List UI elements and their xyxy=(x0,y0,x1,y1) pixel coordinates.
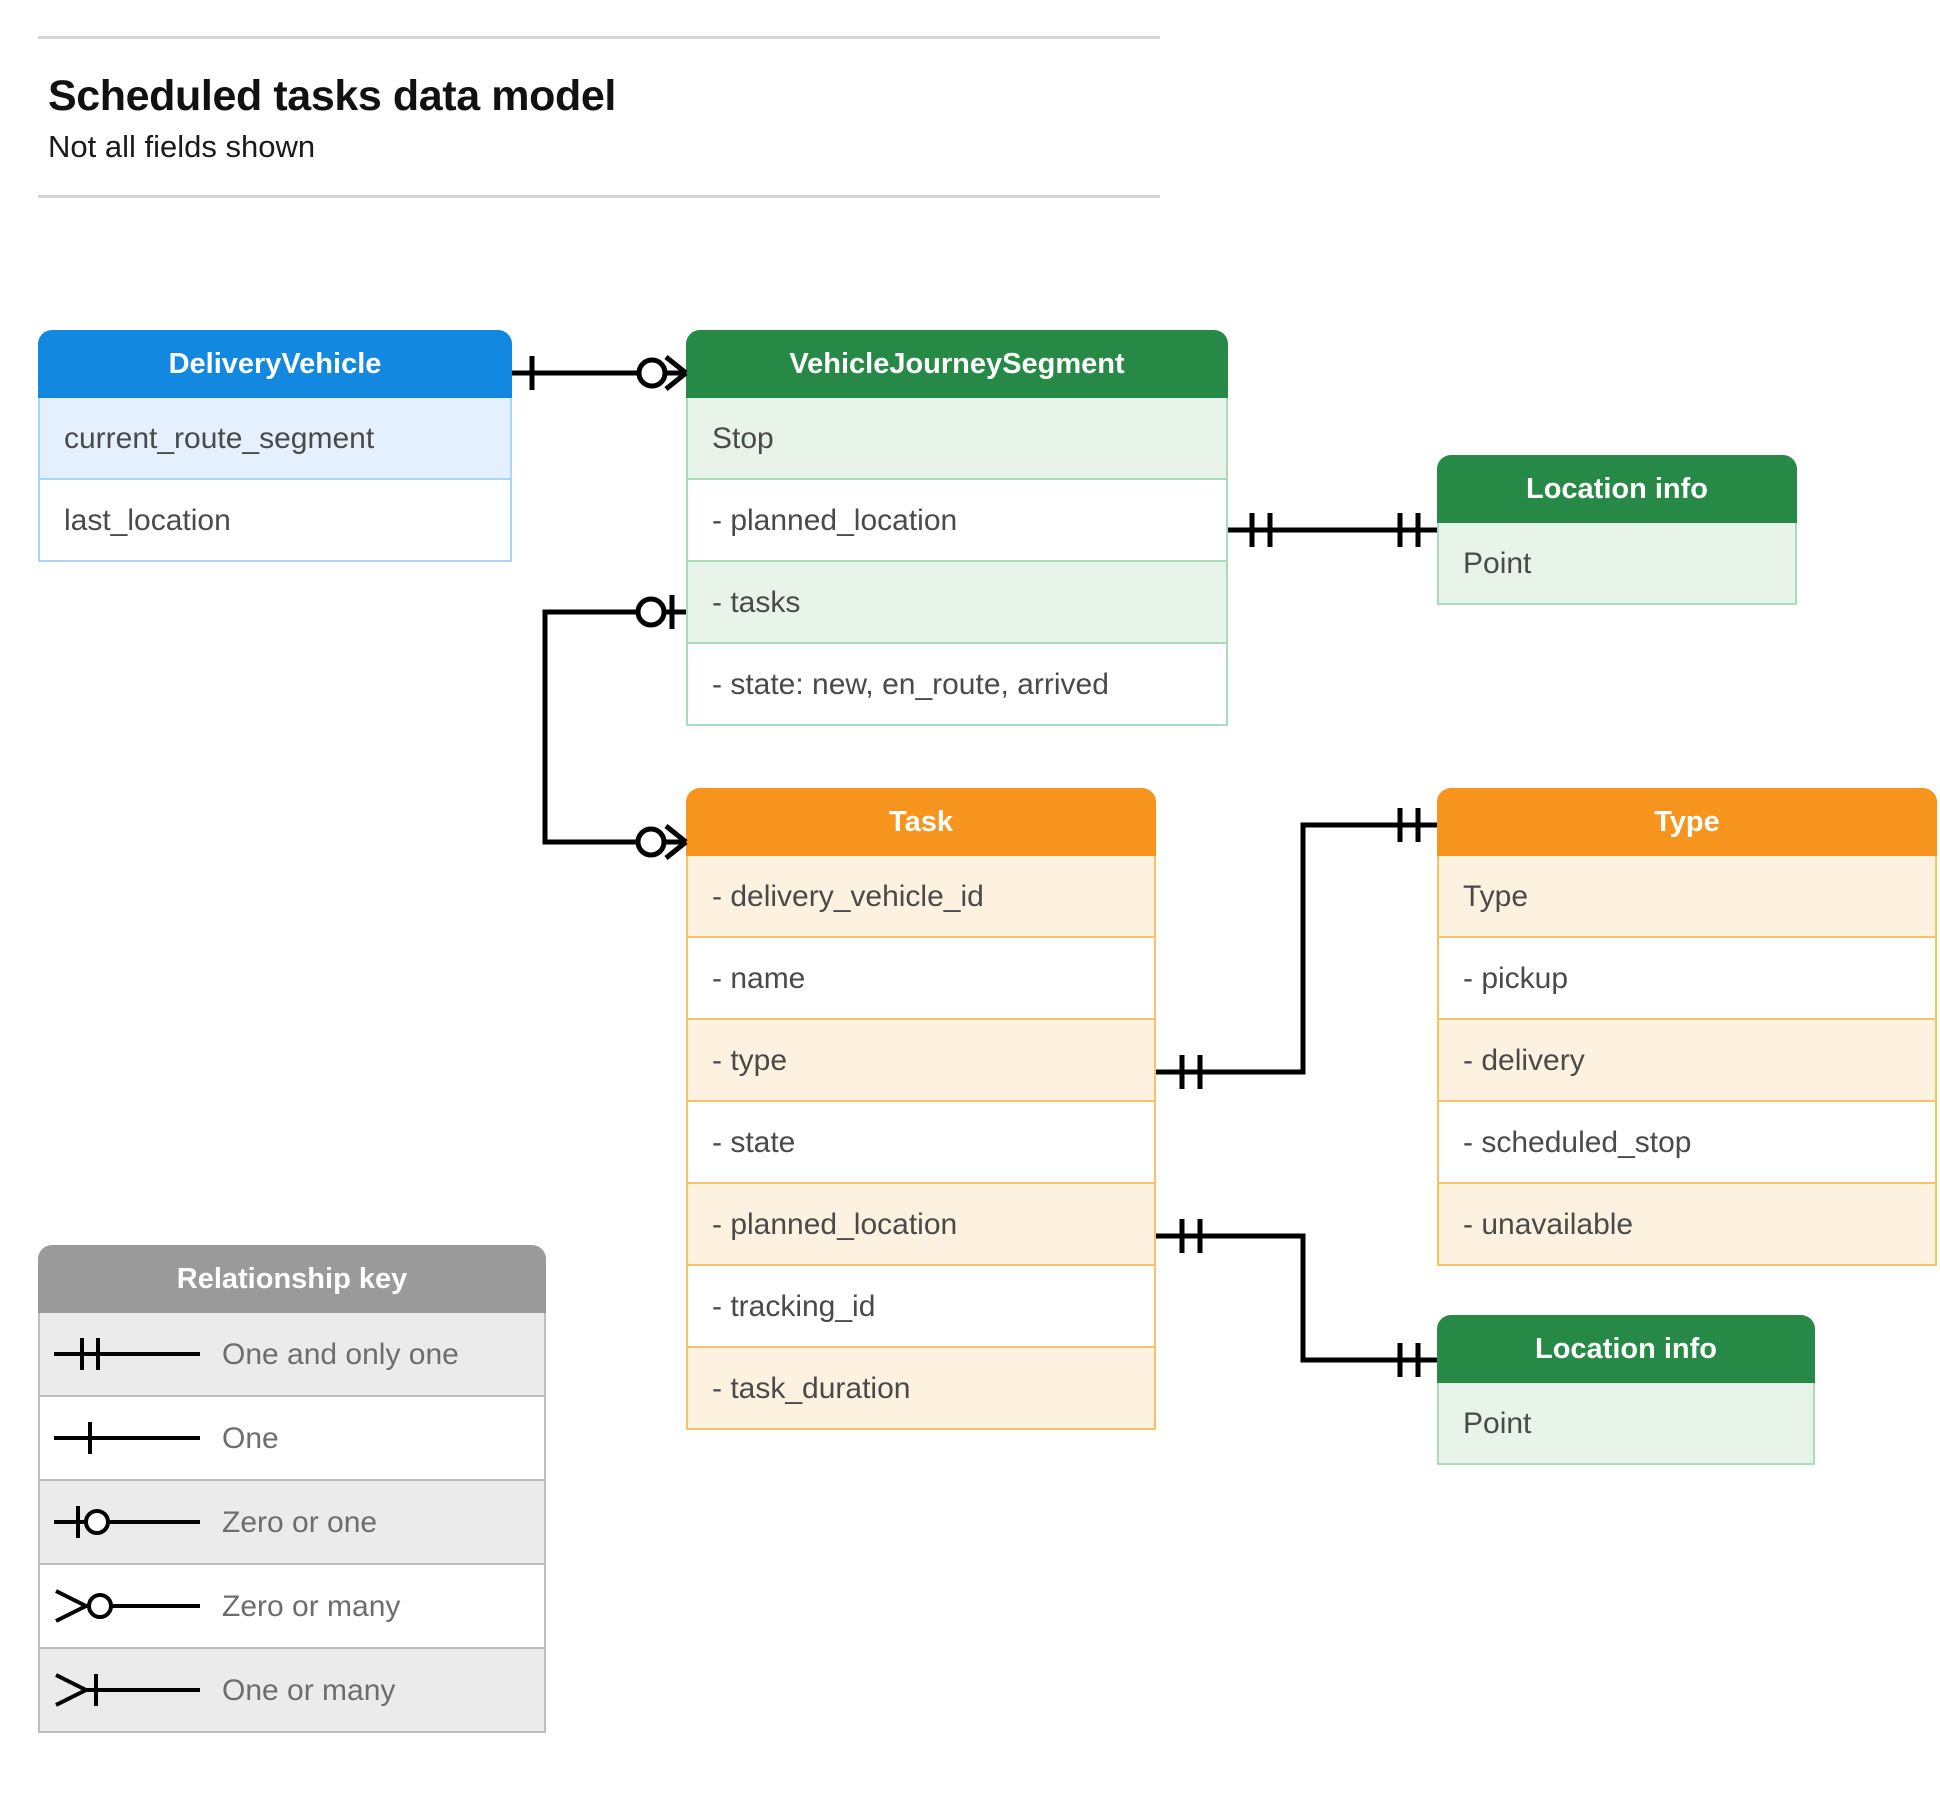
legend-item-label: One and only one xyxy=(222,1338,459,1371)
entity-location-info-top-title: Location info xyxy=(1437,455,1797,523)
relationship-key-legend[interactable]: Relationship key One and only one One xyxy=(38,1245,546,1733)
field-row[interactable]: - planned_location xyxy=(686,480,1228,562)
entity-vehicle-journey-segment[interactable]: VehicleJourneySegment Stop - planned_loc… xyxy=(686,330,1228,726)
header-rule-top xyxy=(38,36,1160,39)
field-row[interactable]: - pickup xyxy=(1437,938,1937,1020)
connector-vjs-tasks-to-task xyxy=(542,595,688,860)
legend-item-label: One xyxy=(222,1422,279,1455)
legend-item-label: Zero or many xyxy=(222,1590,401,1623)
field-row[interactable]: Point xyxy=(1437,523,1797,605)
entity-location-info-bottom[interactable]: Location info Point xyxy=(1437,1315,1815,1465)
field-row[interactable]: - state xyxy=(686,1102,1156,1184)
header-rule-bottom xyxy=(38,195,1160,199)
page-title: Scheduled tasks data model xyxy=(48,72,616,120)
field-row[interactable]: - scheduled_stop xyxy=(1437,1102,1937,1184)
entity-location-info-bottom-rows: Point xyxy=(1437,1383,1815,1465)
one-and-only-one-icon xyxy=(54,1338,200,1370)
field-row[interactable]: - name xyxy=(686,938,1156,1020)
legend-item[interactable]: One and only one xyxy=(38,1313,546,1397)
legend-item[interactable]: Zero or one xyxy=(38,1481,546,1565)
relationship-key-title: Relationship key xyxy=(38,1245,546,1313)
relationship-key-rows: One and only one One Zero or one xyxy=(38,1313,546,1733)
entity-type[interactable]: Type Type - pickup - delivery - schedule… xyxy=(1437,788,1937,1266)
legend-item-label: One or many xyxy=(222,1674,396,1707)
entity-location-info-top-rows: Point xyxy=(1437,523,1797,605)
entity-vehicle-journey-segment-rows: Stop - planned_location - tasks - state:… xyxy=(686,398,1228,726)
connector-delivery-vehicle-to-vjs xyxy=(512,355,688,391)
entity-task[interactable]: Task - delivery_vehicle_id - name - type… xyxy=(686,788,1156,1430)
field-row[interactable]: - tracking_id xyxy=(686,1266,1156,1348)
field-row[interactable]: - type xyxy=(686,1020,1156,1102)
field-row[interactable]: - task_duration xyxy=(686,1348,1156,1430)
legend-item[interactable]: One or many xyxy=(38,1649,546,1733)
zero-or-many-icon xyxy=(55,1589,200,1623)
field-row[interactable]: - delivery_vehicle_id xyxy=(686,856,1156,938)
entity-task-rows: - delivery_vehicle_id - name - type - st… xyxy=(686,856,1156,1430)
connector-task-planned-location-to-location-info xyxy=(1156,1219,1437,1377)
field-row[interactable]: - unavailable xyxy=(1437,1184,1937,1266)
entity-vehicle-journey-segment-title: VehicleJourneySegment xyxy=(686,330,1228,398)
one-or-many-icon xyxy=(55,1673,200,1707)
field-row[interactable]: - tasks xyxy=(686,562,1228,644)
field-row[interactable]: Stop xyxy=(686,398,1228,480)
connector-task-type-to-type xyxy=(1156,808,1437,1089)
field-row[interactable]: - delivery xyxy=(1437,1020,1937,1102)
field-row[interactable]: - state: new, en_route, arrived xyxy=(686,644,1228,726)
title-block: Scheduled tasks data model Not all field… xyxy=(38,39,1160,195)
entity-delivery-vehicle-title: DeliveryVehicle xyxy=(38,330,512,398)
field-row[interactable]: current_route_segment xyxy=(38,398,512,480)
page-subtitle: Not all fields shown xyxy=(48,129,316,165)
legend-item[interactable]: One xyxy=(38,1397,546,1481)
document-header: Scheduled tasks data model Not all field… xyxy=(38,36,1160,199)
legend-item-label: Zero or one xyxy=(222,1506,378,1539)
field-row[interactable]: Point xyxy=(1437,1383,1815,1465)
entity-location-info-bottom-title: Location info xyxy=(1437,1315,1815,1383)
entity-delivery-vehicle-rows: current_route_segment last_location xyxy=(38,398,512,562)
field-row[interactable]: last_location xyxy=(38,480,512,562)
connector-vjs-planned-location-to-location-info xyxy=(1228,513,1437,547)
entity-type-title: Type xyxy=(1437,788,1937,856)
legend-item[interactable]: Zero or many xyxy=(38,1565,546,1649)
field-row[interactable]: Type xyxy=(1437,856,1937,938)
one-icon xyxy=(54,1422,200,1454)
zero-or-one-icon xyxy=(54,1506,200,1538)
entity-task-title: Task xyxy=(686,788,1156,856)
entity-location-info-top[interactable]: Location info Point xyxy=(1437,455,1797,605)
entity-delivery-vehicle[interactable]: DeliveryVehicle current_route_segment la… xyxy=(38,330,512,562)
entity-type-rows: Type - pickup - delivery - scheduled_sto… xyxy=(1437,856,1937,1266)
field-row[interactable]: - planned_location xyxy=(686,1184,1156,1266)
